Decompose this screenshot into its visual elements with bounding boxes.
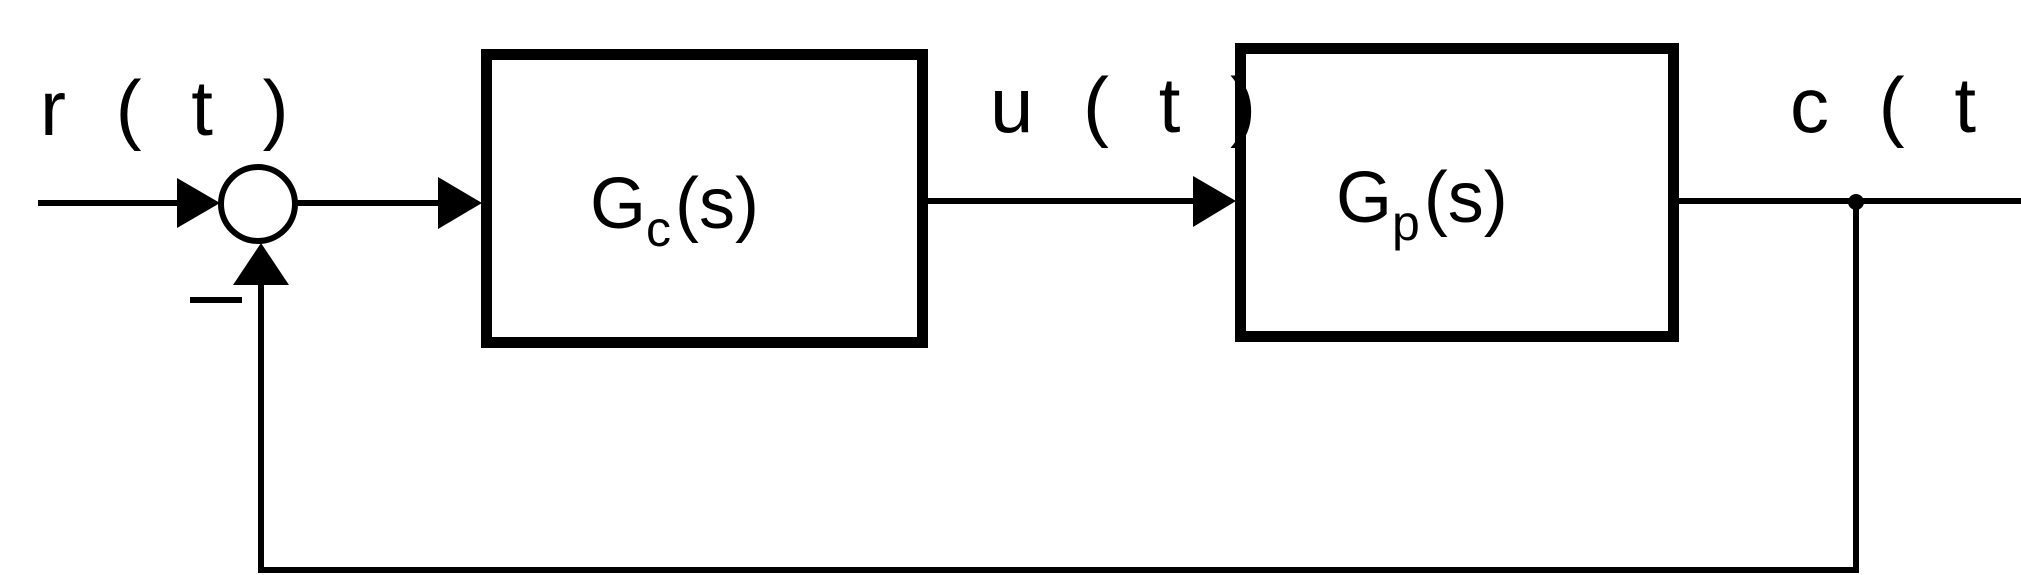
feedback-path <box>258 202 1859 573</box>
controller-block <box>481 49 928 348</box>
reference-arrow-icon <box>177 178 220 228</box>
controller-label: Gc(s) <box>590 164 759 257</box>
plant-block <box>1235 43 1679 342</box>
plant-label-sub: p <box>1392 195 1420 251</box>
control-arrow-icon <box>1193 176 1236 227</box>
output-signal-label: c ( t ) <box>1790 61 2021 149</box>
controller-label-main: G <box>590 164 646 244</box>
control-signal-label: u ( t ) <box>990 61 1270 149</box>
plant-label-main: G <box>1336 158 1392 238</box>
summing-junction <box>218 164 298 244</box>
feedback-arrow-icon <box>233 243 289 285</box>
plant-label: Gp(s) <box>1336 158 1508 251</box>
plant-label-arg: (s) <box>1424 158 1508 238</box>
controller-label-sub: c <box>646 201 671 257</box>
error-arrow-icon <box>438 177 482 229</box>
reference-signal-label: r ( t ) <box>40 64 303 152</box>
controller-label-arg: (s) <box>675 164 759 244</box>
